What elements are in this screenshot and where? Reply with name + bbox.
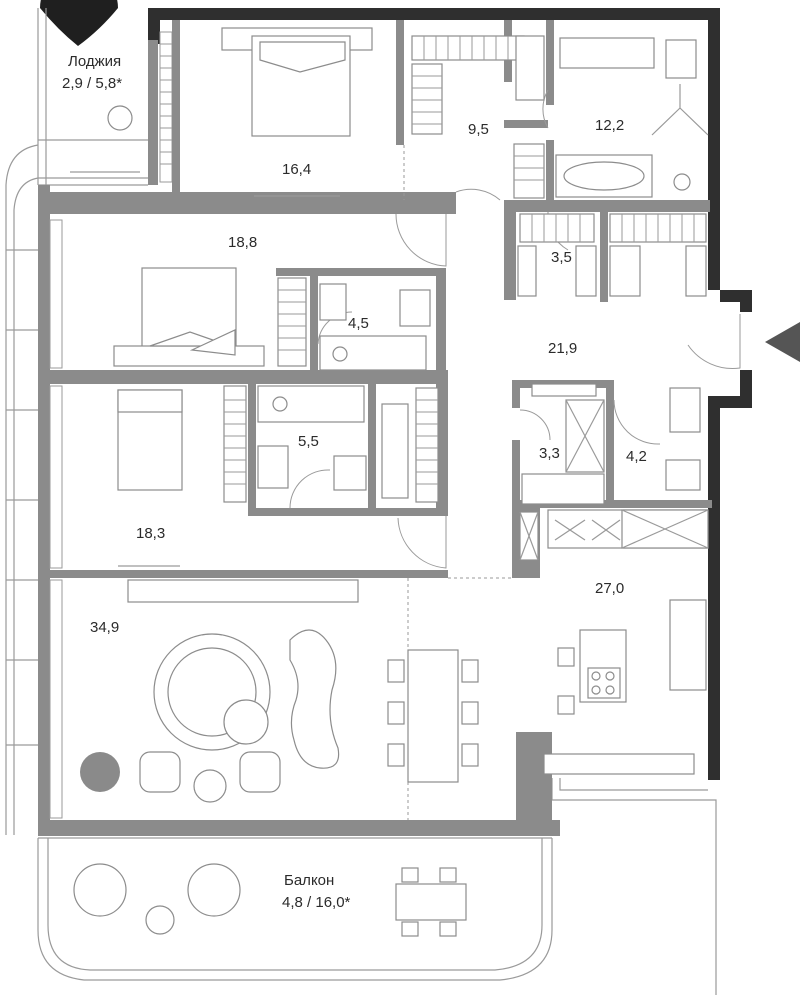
wardrobe-hatch (513, 143, 545, 199)
loggia-name: Лоджия (68, 53, 121, 70)
bathtub-icon (563, 161, 645, 191)
area-wc: 4,2 (626, 448, 647, 465)
area-bath-low: 5,5 (298, 433, 319, 450)
armchair-icon (139, 751, 181, 793)
kitchen-bay (551, 778, 717, 995)
toilet-icon (665, 39, 697, 79)
bath-mid (319, 283, 431, 371)
balcony-area: 4,8 / 16,0* (282, 894, 351, 911)
stove-icon (587, 667, 621, 699)
area-bedroom-mid: 18,8 (228, 234, 257, 251)
area-storage-b: 3,3 (539, 445, 560, 462)
sink-icon (319, 283, 347, 321)
master-bath (555, 37, 709, 198)
area-kitchen: 27,0 (595, 580, 624, 597)
armchair-icon (239, 751, 281, 793)
balcony-furniture (73, 863, 467, 937)
kitchen (519, 509, 709, 775)
bedroom-top (221, 27, 373, 197)
armchair-icon (73, 863, 127, 917)
toilet-icon (333, 455, 367, 491)
windows-left (49, 219, 63, 819)
area-living: 34,9 (90, 619, 119, 636)
balcony-outline (37, 837, 553, 981)
loggia-area: 2,9 / 5,8* (62, 75, 122, 92)
loggia (37, 0, 148, 186)
area-bath-mid: 4,5 (348, 315, 369, 332)
area-bedroom-top: 16,4 (282, 161, 311, 178)
dining-table-icon (407, 649, 459, 783)
storage-a (517, 213, 707, 297)
armchair-icon (187, 863, 241, 917)
plant-icon (107, 105, 133, 131)
bath-low (257, 385, 439, 503)
bedroom-low (117, 385, 247, 567)
wc (665, 387, 701, 491)
area-storage-a: 3,5 (551, 249, 572, 266)
dining-table-icon (395, 883, 467, 921)
left-facade (5, 144, 39, 835)
area-bedroom-low: 18,3 (136, 525, 165, 542)
sink-icon (257, 445, 289, 489)
exterior-walls (148, 8, 752, 780)
area-wardrobe: 9,5 (468, 121, 489, 138)
sink-icon (669, 387, 701, 433)
balcony-name: Балкон (284, 872, 334, 889)
entrance-arrow-icon[interactable] (765, 322, 800, 362)
sink-icon (559, 37, 655, 69)
wardrobe (411, 35, 545, 135)
interior-walls (38, 20, 712, 836)
kitchen-bay-inner (559, 778, 708, 791)
toilet-icon (399, 289, 431, 327)
toilet-icon (665, 459, 701, 491)
plant-icon (80, 752, 120, 792)
area-master-bath: 12,2 (595, 117, 624, 134)
living (80, 579, 479, 803)
bedroom-mid (113, 267, 307, 367)
area-hall: 21,9 (548, 340, 577, 357)
storage-b (521, 383, 605, 505)
